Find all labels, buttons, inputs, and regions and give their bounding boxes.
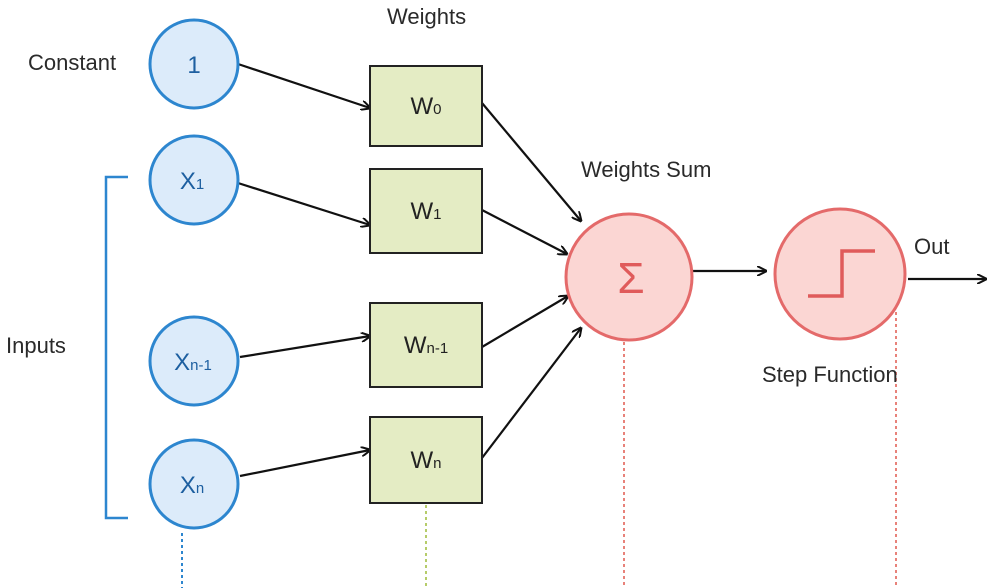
edge-weight-3-sum [481,328,581,459]
svg-text:Wn: Wn [411,447,442,474]
sum-node: Σ [564,212,694,342]
constant-label: Constant [28,50,116,75]
step-function-icon [808,249,875,298]
svg-text:1: 1 [187,52,200,79]
svg-text:W0: W0 [411,93,442,120]
weight-box-wn-1: Wn-1 [369,302,483,388]
edge-input-0-weight-0 [237,62,370,108]
weight-box-wn: Wn [369,416,483,504]
inputs-bracket [104,175,128,520]
input-node-xn-1: Xn-1 [148,315,240,407]
svg-text:Xn: Xn [180,472,204,499]
weights-label: Weights [387,4,466,29]
edge-weight-2-sum [481,296,568,348]
step-node [773,207,907,341]
edge-input-1-weight-1 [237,181,370,225]
inputs-label: Inputs [6,333,66,358]
edge-weight-1-sum [481,209,567,254]
weights-sum-label: Weights Sum [581,157,711,182]
weight-box-w0: W0 [369,65,483,147]
input-node-xn: Xn [148,438,240,530]
step-function-label: Step Function [762,362,898,387]
svg-text:W1: W1 [411,198,442,225]
svg-text:Xn-1: Xn-1 [174,349,212,376]
weight-box-w1: W1 [369,168,483,254]
input-node-x1: X1 [148,134,240,226]
out-label: Out [914,234,949,259]
edge-input-3-weight-3 [239,450,370,478]
edge-weight-0-sum [481,102,581,221]
svg-text:Wn-1: Wn-1 [404,332,448,359]
sigma-icon: Σ [617,254,644,303]
input-node-constant: 1 [148,18,240,110]
edge-input-2-weight-2 [239,336,370,359]
svg-text:X1: X1 [180,168,204,195]
